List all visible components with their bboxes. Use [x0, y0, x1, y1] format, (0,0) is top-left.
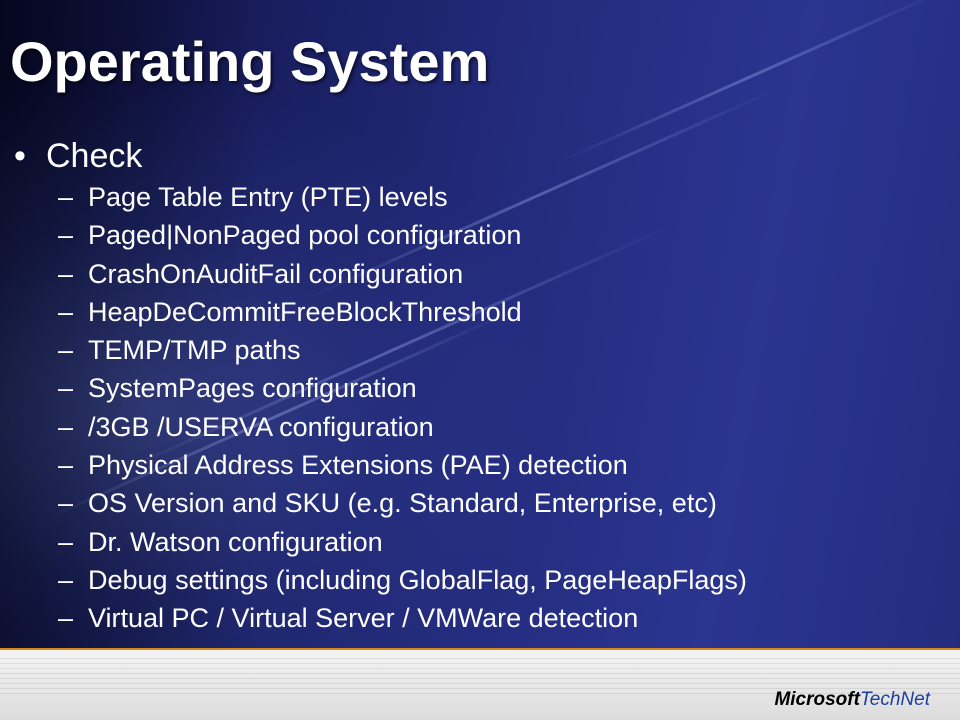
list-item: –Virtual PC / Virtual Server / VMWare de…: [58, 599, 747, 637]
list-item-text: Virtual PC / Virtual Server / VMWare det…: [88, 603, 639, 634]
logo-microsoft: Microsoft: [774, 689, 860, 710]
list-item: –Debug settings (including GlobalFlag, P…: [58, 561, 747, 599]
slide-title: Operating System: [10, 30, 490, 93]
list-item-text: HeapDeCommitFreeBlockThreshold: [88, 296, 522, 327]
list-item-text: Paged|NonPaged pool configuration: [88, 220, 522, 251]
bullet-label: Check: [46, 137, 143, 175]
dash-icon: –: [58, 258, 74, 289]
footer-bar: MicrosoftTechNet: [0, 650, 960, 720]
footer-divider: [0, 648, 960, 650]
list-item: –CrashOnAuditFail configuration: [58, 255, 747, 293]
list-item: –Paged|NonPaged pool configuration: [58, 216, 747, 254]
list-item: –Dr. Watson configuration: [58, 523, 747, 561]
list-item: –TEMP/TMP paths: [58, 331, 747, 369]
list-item-text: Dr. Watson configuration: [88, 526, 383, 557]
list-item-text: Page Table Entry (PTE) levels: [88, 182, 448, 212]
dash-icon: –: [58, 526, 74, 557]
list-item-text: Physical Address Extensions (PAE) detect…: [88, 450, 628, 481]
background-shade: [0, 0, 260, 660]
dash-icon: –: [58, 450, 74, 481]
list-item: –SystemPages configuration: [58, 369, 747, 407]
dash-icon: –: [58, 373, 74, 404]
background-streak: [559, 0, 945, 163]
list-item: –Physical Address Extensions (PAE) detec…: [58, 446, 747, 484]
footer-texture: [0, 658, 960, 698]
bullet-icon: •: [14, 137, 26, 175]
logo-technet: TechNet: [859, 689, 930, 710]
dash-icon: –: [58, 488, 74, 519]
dash-icon: –: [58, 335, 74, 366]
list-item-text: /3GB /USERVA configuration: [88, 411, 434, 442]
list-item: –HeapDeCommitFreeBlockThreshold: [58, 293, 747, 331]
dash-icon: –: [58, 296, 74, 327]
list-item-text: OS Version and SKU (e.g. Standard, Enter…: [88, 488, 717, 519]
list-item-text: Debug settings (including GlobalFlag, Pa…: [88, 564, 747, 595]
dash-icon: –: [58, 220, 74, 251]
sub-bullet-list: –Page Table Entry (PTE) levels –Paged|No…: [58, 178, 747, 638]
bullet-check: • Check: [14, 136, 142, 176]
dash-icon: –: [58, 182, 74, 212]
dash-icon: –: [58, 603, 74, 634]
list-item: –/3GB /USERVA configuration: [58, 408, 747, 446]
dash-icon: –: [58, 564, 74, 595]
list-item: –Page Table Entry (PTE) levels: [58, 178, 747, 216]
list-item-text: TEMP/TMP paths: [88, 335, 301, 366]
list-item: –OS Version and SKU (e.g. Standard, Ente…: [58, 484, 747, 522]
list-item-text: SystemPages configuration: [88, 373, 417, 404]
microsoft-technet-logo: MicrosoftTechNet: [774, 689, 930, 711]
list-item-text: CrashOnAuditFail configuration: [88, 258, 464, 289]
dash-icon: –: [58, 411, 74, 442]
